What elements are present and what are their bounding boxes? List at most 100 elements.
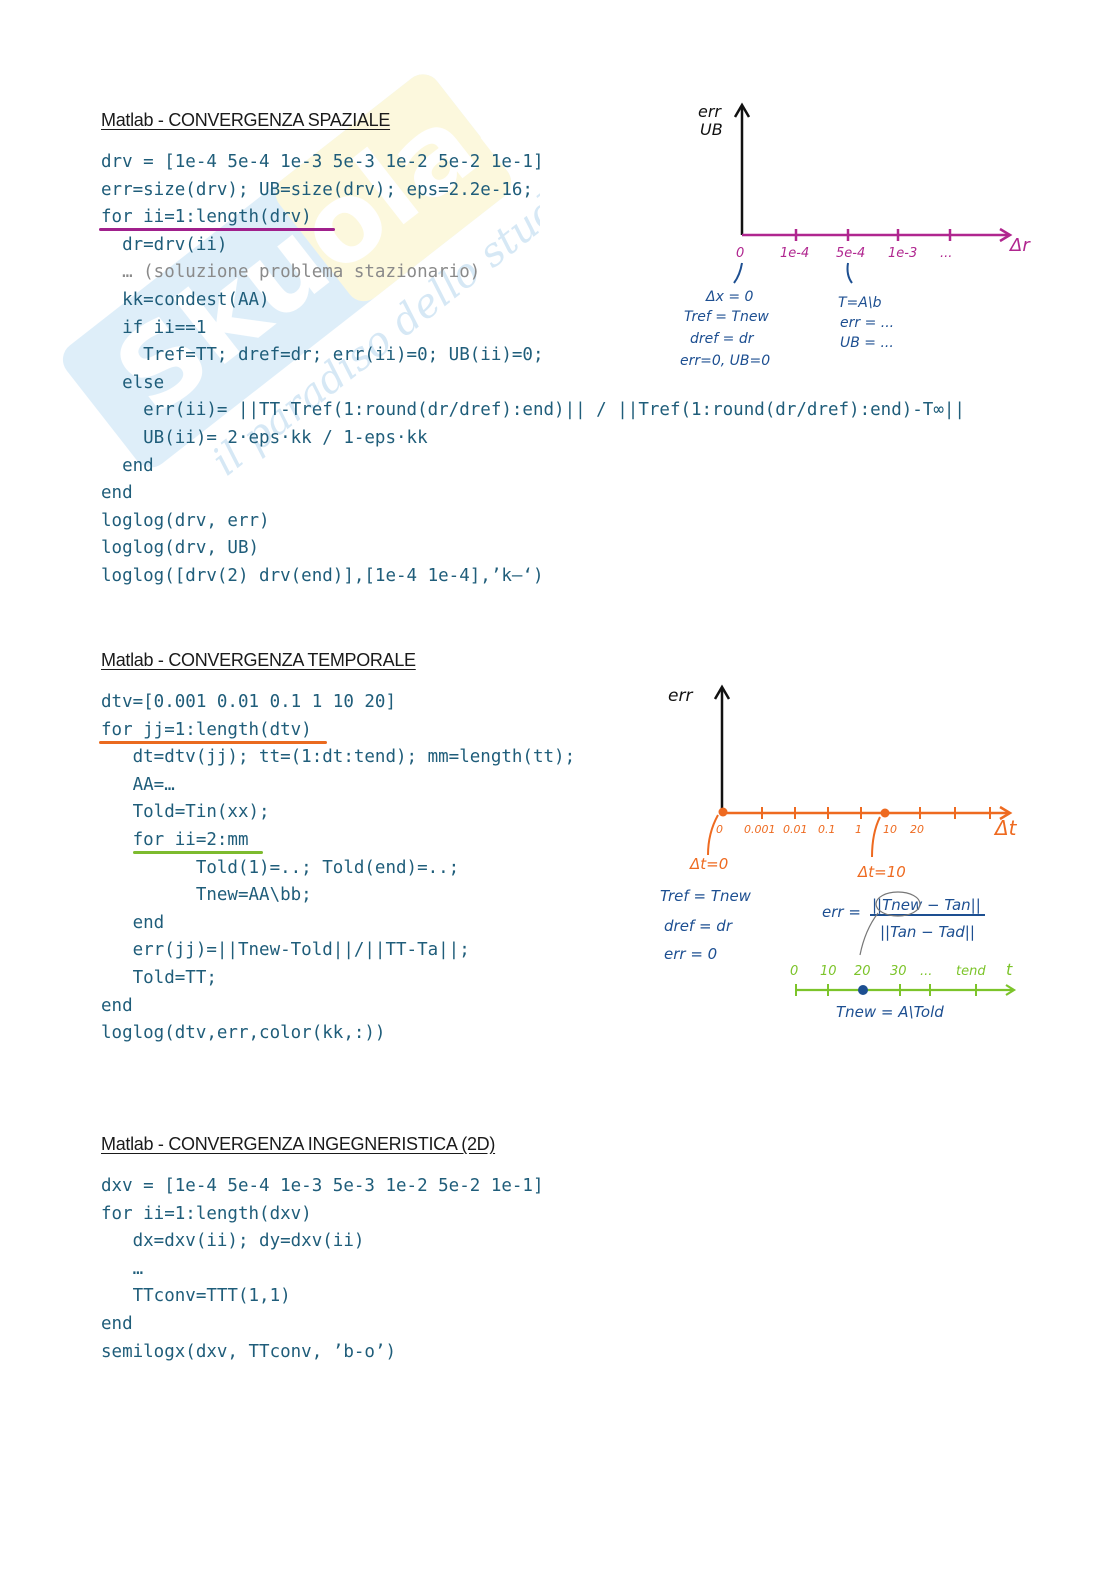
tick-label: 0: [736, 246, 744, 261]
formula-numerator: ||Tnew − Tan||: [872, 896, 981, 914]
code-line: if ii==1: [101, 317, 207, 338]
note-dt-ten: Δt=10: [857, 863, 906, 881]
code-line: end: [101, 1313, 133, 1334]
time-tick-label: ...: [920, 964, 932, 979]
tick-label: 0.01: [783, 823, 808, 836]
code-line: end: [101, 455, 154, 476]
note-dt-zero: Δt=0: [689, 855, 728, 873]
note-line: Δx = 0: [705, 289, 753, 305]
time-tick-label: 30: [890, 964, 907, 979]
code-line: Tref=TT; dref=dr; err(ii)=0; UB(ii)=0;: [101, 345, 544, 366]
code-line: for ii=2:mm: [101, 827, 575, 855]
time-tick-label: tend: [956, 964, 986, 979]
tick-label: 1e-4: [780, 246, 809, 261]
note-line: Tref = Tnew: [660, 887, 752, 905]
tick-label: 20: [910, 823, 924, 836]
time-note: Tnew = A\Told: [836, 1003, 944, 1021]
loop-underline: [99, 740, 327, 744]
time-label: t: [1006, 960, 1013, 979]
tick-label: 0.001: [744, 823, 776, 836]
code-line: semilogx(dxv, TTconv, ’b-o’): [101, 1341, 397, 1362]
note-line: err = 0: [664, 945, 717, 963]
arrow-icon: [846, 262, 853, 284]
code-line: end: [101, 995, 133, 1016]
formula-lhs: err =: [822, 903, 861, 921]
code-line: Told=Tin(xx);: [101, 802, 270, 823]
diagram-spatial: err UB 0 1e-4 5e-4 1e-3 ... Δr Δx = 0 Tr…: [680, 102, 1031, 369]
tick-label: 10: [883, 823, 897, 836]
code-line: loglog(drv, err): [101, 510, 270, 531]
y-axis-arrow-icon: [713, 684, 731, 700]
code-line: dt=dtv(jj); tt=(1:dt:tend); mm=length(tt…: [101, 747, 576, 768]
note-line: Tref = Tnew: [684, 309, 769, 325]
code-line: err(jj)=||Tnew-Told||/||TT-Ta||;: [101, 940, 470, 961]
arrow-icon: [707, 814, 719, 856]
note-line: T=A\b: [838, 295, 882, 311]
code-line: TTconv=TTT(1,1): [101, 1286, 291, 1307]
tick-label: 1e-3: [888, 246, 917, 261]
code-line: for ii=1:length(drv): [99, 204, 965, 232]
loop-underline: [133, 850, 263, 854]
code-line: AA=…: [101, 774, 175, 795]
time-axis-arrow-icon: [1005, 984, 1017, 996]
code-line: dx=dxv(ii); dy=dxv(ii): [101, 1231, 365, 1252]
current-time-marker: [858, 985, 868, 995]
code-line: Told(1)=..; Told(end)=..;: [101, 857, 460, 878]
code-line: err=size(drv); UB=size(drv); eps=2.2e-16…: [101, 179, 533, 200]
section-title-temporal: Matlab - CONVERGENZA TEMPORALE: [101, 650, 416, 670]
y-label-err: err: [698, 102, 722, 121]
tick-label: 0.1: [818, 823, 836, 836]
tick-label: 5e-4: [836, 246, 865, 261]
code-line: drv = [1e-4 5e-4 1e-3 5e-3 1e-2 5e-2 1e-…: [101, 152, 544, 172]
code-line: else: [101, 372, 165, 393]
code-line: dxv = [1e-4 5e-4 1e-3 5e-3 1e-2 5e-2 1e-…: [101, 1176, 544, 1196]
time-tick-label: 10: [820, 964, 837, 979]
x-axis-arrow-icon: [999, 805, 1013, 821]
y-label-ub: UB: [700, 120, 723, 139]
code-line: dtv=[0.001 0.01 0.1 1 10 20]: [101, 692, 397, 712]
code-line: …: [101, 1258, 144, 1279]
y-label-err: err: [668, 686, 693, 706]
code-line: end: [101, 483, 133, 504]
note-line: err = ...: [840, 315, 894, 331]
code-line: err(ii)= ||TT-Tref(1:round(dr/dref):end)…: [101, 400, 965, 421]
code-line: end: [101, 912, 165, 933]
code-line: for ii=1:length(dxv): [101, 1203, 312, 1224]
section-title-engineering: Matlab - CONVERGENZA INGEGNERISTICA (2D): [101, 1134, 496, 1154]
code-line: loglog(drv, UB): [101, 538, 260, 559]
y-axis-arrow-icon: [733, 102, 751, 118]
section-title-spatial: Matlab - CONVERGENZA SPAZIALE: [101, 110, 391, 130]
x-label-dr: Δr: [1008, 235, 1031, 256]
note-line: dref = dr: [664, 917, 733, 935]
code-block-engineering: dxv = [1e-4 5e-4 1e-3 5e-3 1e-2 5e-2 1e-…: [101, 1173, 544, 1366]
time-tick-label: 0: [790, 964, 798, 979]
loop-underline: [99, 228, 335, 232]
x-label-dt: Δt: [993, 816, 1018, 840]
diagram-temporal: err 0 0.001 0.01 0.1 1 10 20 Δt Δt=0 Δt=…: [660, 684, 1018, 1021]
x-axis-arrow-icon: [999, 227, 1013, 243]
code-block-temporal: dtv=[0.001 0.01 0.1 1 10 20] for jj=1:len…: [99, 689, 576, 1048]
code-line: for jj=1:length(dtv): [99, 717, 575, 745]
arrow-icon: [733, 262, 743, 284]
formula-denominator: ||Tan − Tad||: [880, 923, 975, 941]
tick-label: ...: [940, 246, 952, 261]
point-marker: [718, 807, 728, 817]
code-line: kk=condest(AA): [101, 289, 270, 310]
note-line: err=0, UB=0: [680, 353, 770, 369]
time-tick-label: 20: [854, 964, 871, 979]
code-line: UB(ii)= 2·eps·kk / 1-eps·kk: [101, 427, 428, 448]
code-block-spatial: drv = [1e-4 5e-4 1e-3 5e-3 1e-2 5e-2 1e-…: [99, 149, 965, 591]
tick-label: 1: [855, 823, 862, 836]
arrow-icon: [859, 912, 879, 956]
code-line: loglog([drv(2) drv(end)],[1e-4 1e-4],’k–…: [101, 565, 544, 586]
code-line: Tnew=AA\bb;: [101, 885, 312, 906]
highlight-circle: [875, 891, 921, 917]
code-line: Told=TT;: [101, 967, 217, 988]
tick-label: 0: [716, 823, 723, 836]
code-line: … (soluzione problema stazionario): [101, 262, 481, 283]
point-marker: [880, 808, 890, 818]
arrow-icon: [871, 816, 881, 858]
code-line: dr=drv(ii): [101, 234, 228, 255]
note-line: dref = dr: [690, 331, 755, 347]
code-line: loglog(dtv,err,color(kk,:)): [101, 1023, 386, 1044]
